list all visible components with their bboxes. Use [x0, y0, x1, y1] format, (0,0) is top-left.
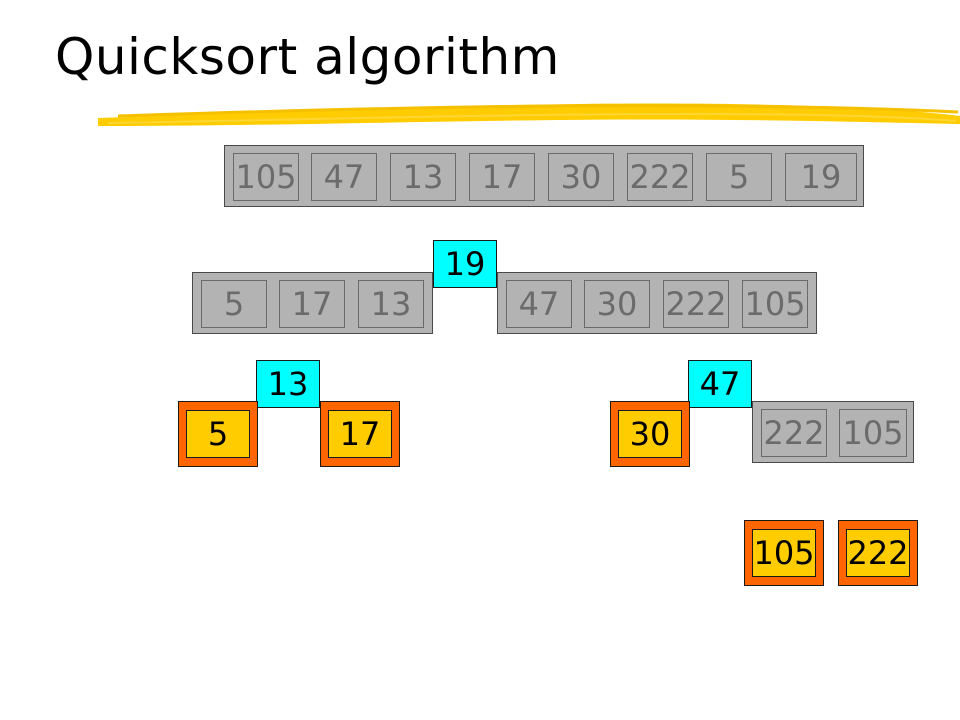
- array-cell: 47: [506, 280, 572, 328]
- left-partition-level-1: 5 17 13: [192, 272, 433, 334]
- sorted-cell: 222: [846, 529, 910, 577]
- array-cell: 5: [706, 153, 772, 201]
- sorted-cell: 17: [328, 410, 392, 458]
- title-underline: [98, 103, 960, 126]
- sorted-element-frame: 30: [610, 401, 690, 467]
- sorted-cell: 5: [186, 410, 250, 458]
- array-cell: 222: [627, 153, 693, 201]
- array-cell: 17: [279, 280, 345, 328]
- array-cell: 105: [839, 409, 907, 457]
- array-cell: 222: [663, 280, 729, 328]
- array-cell: 105: [233, 153, 299, 201]
- sorted-cell: 105: [752, 529, 816, 577]
- sorted-cell: 30: [618, 410, 682, 458]
- array-cell: 17: [469, 153, 535, 201]
- array-cell: 19: [785, 153, 857, 201]
- array-cell: 222: [761, 409, 827, 457]
- array-cell: 13: [390, 153, 456, 201]
- sorted-element-frame: 5: [178, 401, 258, 467]
- pivot-cell: 13: [256, 360, 320, 408]
- array-level-0: 105 47 13 17 30 222 5 19: [224, 145, 864, 207]
- pivot-cell: 19: [433, 240, 497, 288]
- right-partition-level-1: 47 30 222 105: [497, 272, 817, 334]
- array-cell: 47: [311, 153, 377, 201]
- sorted-element-frame: 105: [744, 520, 824, 586]
- sorted-element-frame: 17: [320, 401, 400, 467]
- page-title: Quicksort algorithm: [55, 28, 560, 86]
- pivot-cell: 47: [688, 360, 752, 408]
- array-cell: 13: [358, 280, 424, 328]
- right-partition-level-2: 222 105: [752, 401, 914, 463]
- array-cell: 30: [584, 280, 650, 328]
- array-cell: 5: [201, 280, 267, 328]
- array-cell: 105: [742, 280, 808, 328]
- sorted-element-frame: 222: [838, 520, 918, 586]
- array-cell: 30: [548, 153, 614, 201]
